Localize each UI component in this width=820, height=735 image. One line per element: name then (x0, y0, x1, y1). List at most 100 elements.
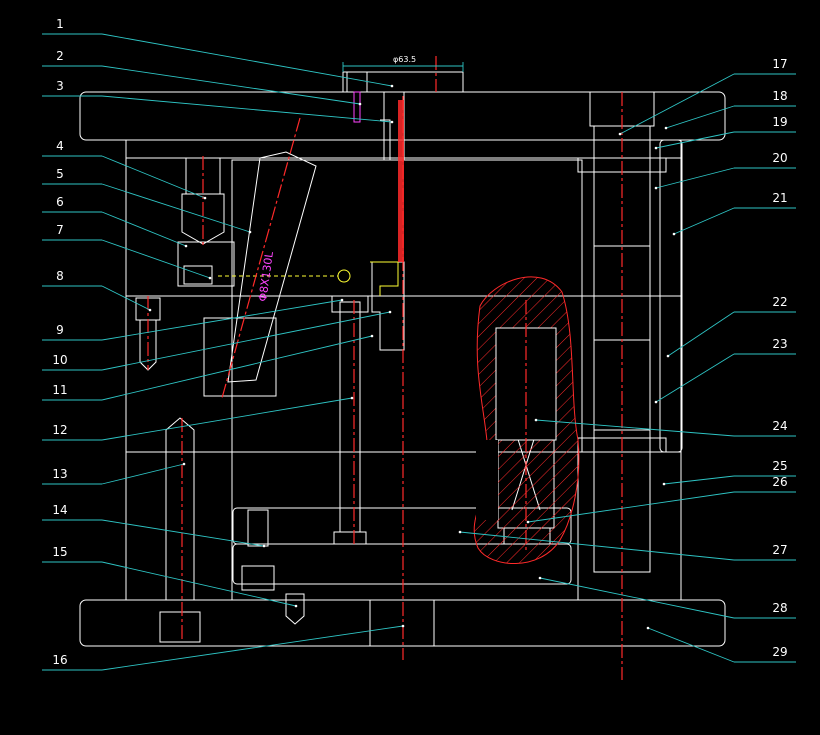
screw-body-4 (181, 193, 225, 245)
return-pin-head (331, 295, 369, 313)
leader-line-10 (101, 311, 391, 371)
leader-point-20 (654, 186, 658, 190)
part-number-20: 20 (772, 151, 787, 165)
leader-point-21 (672, 232, 676, 236)
leader-point-13 (182, 462, 186, 466)
leader-line-4 (101, 155, 206, 199)
ejector-plate (232, 543, 572, 585)
leader-line-26 (527, 491, 735, 523)
part-number-18: 18 (772, 89, 787, 103)
leader-line-14 (101, 519, 265, 547)
part-number-15: 15 (52, 545, 67, 559)
centerlines (147, 56, 623, 680)
leader-point-28 (538, 576, 542, 580)
runner (370, 261, 399, 296)
cooling-diameter-label: Φ8X130L (256, 250, 276, 302)
part-number-26: 26 (772, 475, 787, 489)
leader-point-14 (262, 544, 266, 548)
cooling-port (337, 269, 351, 283)
leader-line-3 (101, 95, 393, 123)
leader-line-8 (101, 285, 151, 311)
leader-line-2 (101, 65, 361, 105)
leader-point-12 (350, 396, 354, 400)
part-number-9: 9 (56, 323, 64, 337)
part-number-11: 11 (52, 383, 67, 397)
angled-lifter (227, 151, 317, 383)
ko-hole (369, 599, 435, 647)
leader-line-17 (619, 73, 735, 135)
leader-point-26 (526, 520, 530, 524)
part-number-14: 14 (52, 503, 67, 517)
leader-point-5 (248, 230, 252, 234)
part-number-13: 13 (52, 467, 67, 481)
part-number-6: 6 (56, 195, 64, 209)
lifter-centerline (221, 117, 301, 399)
leader-line-18 (665, 105, 735, 129)
leader-line-22 (667, 311, 735, 357)
part-number-4: 4 (56, 139, 64, 153)
side-strip (659, 139, 683, 453)
leader-point-15 (294, 604, 298, 608)
leader-line-16 (101, 625, 404, 671)
part-number-8: 8 (56, 269, 64, 283)
leader-point-6 (184, 244, 188, 248)
part-number-17: 17 (772, 57, 787, 71)
part-number-2: 2 (56, 49, 64, 63)
leader-line-11 (101, 335, 373, 401)
guide-pin-13 (165, 417, 195, 601)
stop-pin-15 (285, 593, 305, 625)
part-number-29: 29 (772, 645, 787, 659)
leader-line-9 (101, 299, 343, 341)
leader-line-5 (101, 183, 251, 233)
leader-line-23 (655, 353, 735, 403)
leader-line-7 (101, 239, 211, 279)
leader-point-23 (654, 400, 658, 404)
top-dimension: φ63.5 (342, 55, 464, 72)
slider-6 (177, 241, 235, 287)
right-spacer-block (577, 451, 682, 601)
leader-line-25 (663, 475, 735, 485)
part-number-12: 12 (52, 423, 67, 437)
sprue-pin (353, 91, 361, 123)
return-pin (339, 301, 361, 533)
leader-line-20 (655, 167, 735, 189)
locating-ring (342, 71, 464, 92)
leader-line-13 (101, 463, 185, 485)
leader-point-29 (646, 626, 650, 630)
part-number-25: 25 (772, 459, 787, 473)
leader-point-3 (390, 120, 394, 124)
part-number-22: 22 (772, 295, 787, 309)
part-number-3: 3 (56, 79, 64, 93)
leader-point-22 (666, 354, 670, 358)
leader-line-21 (673, 207, 735, 235)
leader-point-25 (662, 482, 666, 486)
guide-pin-13-head (159, 611, 201, 643)
leader-point-9 (340, 298, 344, 302)
magenta-pin (353, 91, 361, 123)
part-number-1: 1 (56, 17, 64, 31)
part-number-23: 23 (772, 337, 787, 351)
leader-point-17 (618, 132, 622, 136)
leader-point-16 (401, 624, 405, 628)
core-insert (231, 295, 583, 453)
part-number-5: 5 (56, 167, 64, 181)
dimension-text: φ63.5 (393, 55, 416, 64)
leader-point-18 (664, 126, 668, 130)
part-number-10: 10 (52, 353, 67, 367)
leader-line-28 (539, 577, 735, 619)
part-number-24: 24 (772, 419, 787, 433)
leader-point-8 (148, 308, 152, 312)
part-number-27: 27 (772, 543, 787, 557)
leader-line-15 (101, 561, 297, 607)
core-block (371, 261, 405, 351)
leader-point-2 (358, 102, 362, 106)
part-number-21: 21 (772, 191, 787, 205)
bolt-8-body (139, 319, 157, 371)
part-number-7: 7 (56, 223, 64, 237)
leader-line-12 (101, 397, 353, 441)
leader-line-19 (655, 131, 735, 149)
leader-point-19 (654, 146, 658, 150)
screw-14 (247, 509, 269, 547)
leader-point-10 (388, 310, 392, 314)
